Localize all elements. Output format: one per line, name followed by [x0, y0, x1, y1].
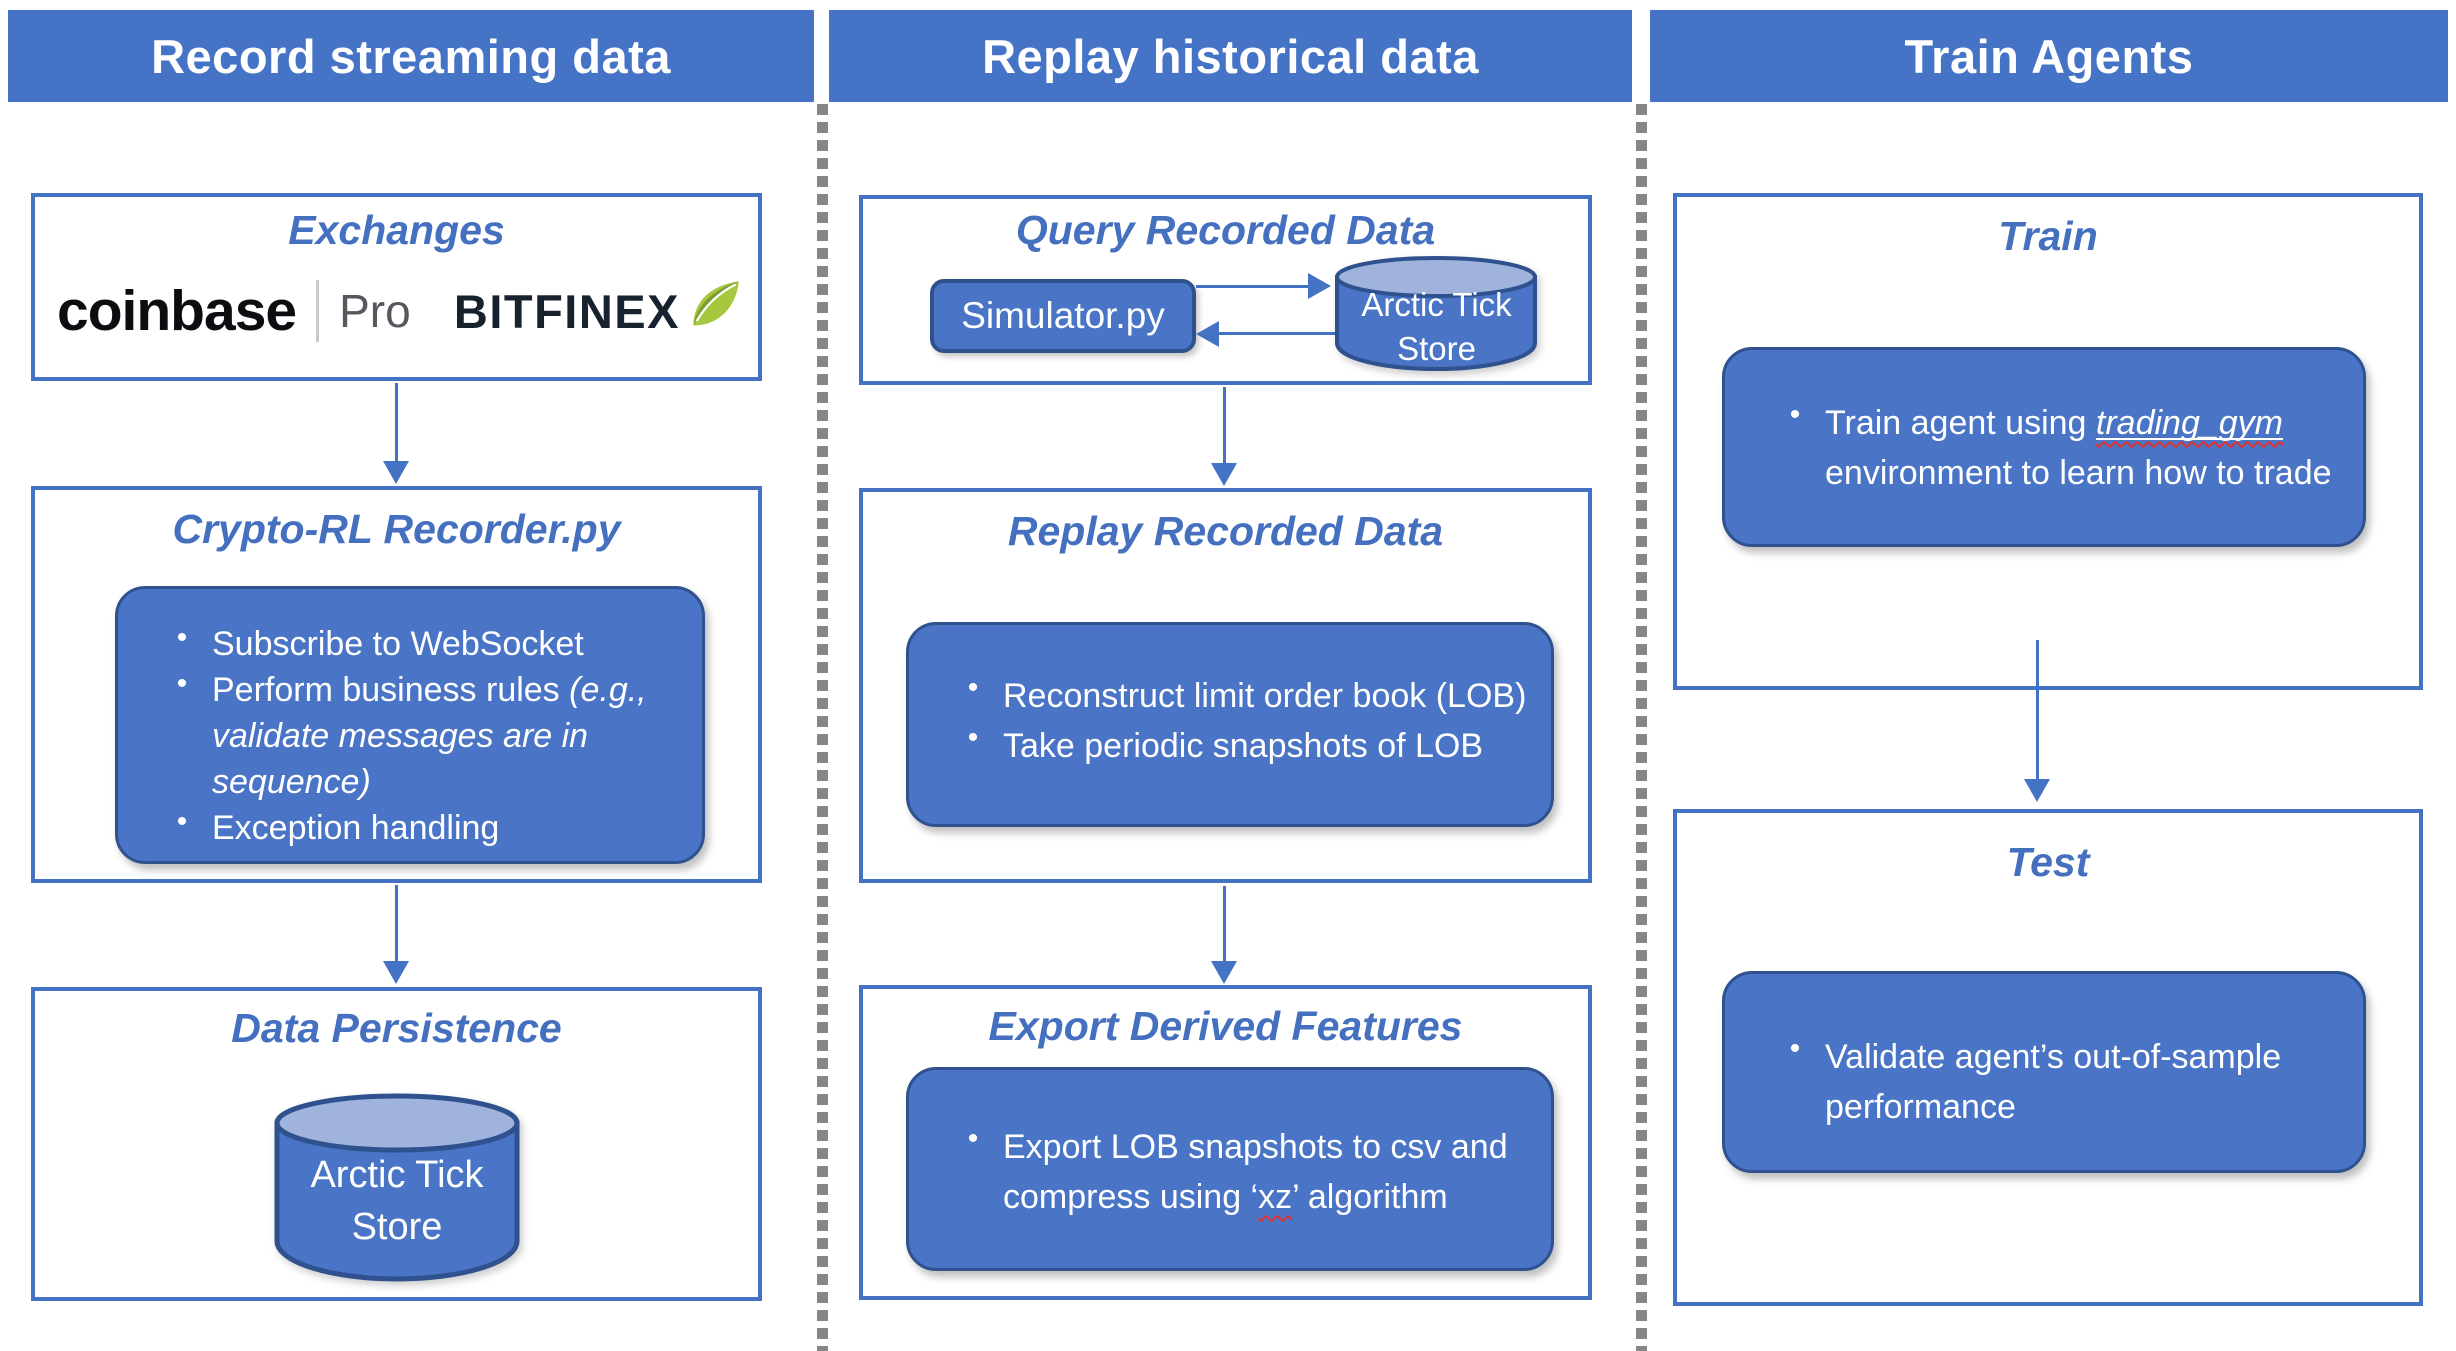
column-header-record: Record streaming data	[8, 10, 814, 102]
arrow-from-store-line	[1219, 332, 1335, 335]
test-title: Test	[2006, 839, 2090, 885]
dotted-divider-left	[817, 104, 828, 1351]
bullet-dot	[152, 621, 212, 655]
exchanges-title: Exchanges	[288, 207, 505, 253]
replay-box: Replay Recorded Data Reconstruct limit o…	[859, 488, 1592, 883]
bullet-dot	[943, 721, 1003, 755]
train-bullet: Train agent using trading_gym environmen…	[1765, 398, 2343, 498]
column-header-replay: Replay historical data	[829, 10, 1632, 102]
replay-bullet-snapshots: Take periodic snapshots of LOB	[943, 721, 1531, 771]
bullet-dot	[1765, 398, 1825, 432]
bullet-dot	[152, 667, 212, 701]
test-bullet: Validate agent’s out-of-sample performan…	[1765, 1032, 2343, 1132]
recorder-callout: Subscribe to WebSocket Perform business …	[115, 586, 705, 864]
arrow-right-icon	[1308, 273, 1331, 299]
bitfinex-logo-text: BITFINEX	[453, 284, 680, 338]
cylinder-shape	[274, 1093, 520, 1282]
recorder-title: Crypto-RL Recorder.py	[172, 506, 621, 552]
persistence-box: Data Persistence Arctic Tick Store	[31, 987, 762, 1301]
cylinder-label-line1: Arctic Tick	[310, 1154, 484, 1196]
arrow-down-icon	[383, 961, 409, 984]
dotted-divider-right	[1636, 104, 1647, 1351]
misspelled-term-xz: xz	[1258, 1178, 1293, 1216]
coinbase-pro-divider	[316, 280, 320, 342]
train-box: Train Train agent using trading_gym envi…	[1673, 193, 2423, 690]
recorder-bullet-business-rules: Perform business rules (e.g., validate m…	[152, 667, 678, 805]
bitfinex-logo: BITFINEX	[454, 281, 742, 341]
replay-title: Replay Recorded Data	[1007, 508, 1444, 554]
database-cylinder-small: Arctic Tick Store	[1333, 253, 1540, 373]
column-header-train: Train Agents	[1650, 10, 2448, 102]
recorder-bullet-exception: Exception handling	[152, 805, 678, 851]
arrow-down-icon	[383, 461, 409, 484]
simulator-node: Simulator.py	[930, 279, 1196, 353]
arrow-line	[395, 885, 398, 962]
cylinder-label-line2: Store	[351, 1206, 443, 1248]
export-title: Export Derived Features	[988, 1003, 1463, 1049]
replay-bullet-reconstruct: Reconstruct limit order book (LOB)	[943, 671, 1531, 721]
test-box: Test Validate agent’s out-of-sample perf…	[1673, 809, 2423, 1306]
export-callout: Export LOB snapshots to csv and compress…	[906, 1067, 1554, 1271]
recorder-bullet-websocket: Subscribe to WebSocket	[152, 621, 678, 667]
recorder-bullet-italic-note: (e.g., validate messages are in sequence…	[212, 671, 647, 801]
trading-gym-term: trading_gym	[2095, 404, 2284, 442]
export-bullet: Export LOB snapshots to csv and compress…	[943, 1122, 1531, 1222]
arrow-to-store-line	[1196, 285, 1308, 288]
arrow-line	[1223, 387, 1226, 464]
coinbase-pro-logo: coinbase Pro	[57, 269, 411, 353]
arrow-line	[395, 383, 398, 462]
train-title: Train	[1998, 213, 2098, 259]
cylinder-label-line2: Store	[1397, 330, 1476, 367]
cylinder-label-line1: Arctic Tick	[1361, 286, 1512, 323]
bullet-dot	[152, 805, 212, 839]
persistence-title: Data Persistence	[231, 1005, 562, 1051]
arrow-line	[1223, 886, 1226, 962]
query-box: Query Recorded Data Simulator.py Arctic …	[859, 195, 1592, 385]
bullet-dot	[943, 1122, 1003, 1156]
train-callout: Train agent using trading_gym environmen…	[1722, 347, 2366, 547]
test-callout: Validate agent’s out-of-sample performan…	[1722, 971, 2366, 1173]
exchanges-box: Exchanges coinbase Pro BITFINEX	[31, 193, 762, 381]
arrow-line	[2036, 640, 2039, 780]
arrow-left-icon	[1196, 321, 1219, 347]
arrow-down-icon	[1211, 463, 1237, 486]
coinbase-pro-text: Pro	[339, 285, 411, 337]
arrow-down-icon	[1211, 961, 1237, 984]
database-cylinder-large: Arctic Tick Store	[272, 1091, 522, 1283]
replay-callout: Reconstruct limit order book (LOB) Take …	[906, 622, 1554, 827]
recorder-box: Crypto-RL Recorder.py Subscribe to WebSo…	[31, 486, 762, 883]
bitfinex-leaf-icon	[693, 281, 739, 326]
cylinder-shape	[1335, 256, 1537, 372]
export-box: Export Derived Features Export LOB snaps…	[859, 985, 1592, 1300]
bullet-dot	[1765, 1032, 1825, 1066]
coinbase-logo-text: coinbase	[57, 279, 297, 343]
query-title: Query Recorded Data	[1015, 207, 1436, 253]
arrow-down-icon	[2024, 779, 2050, 802]
bullet-dot	[943, 671, 1003, 705]
